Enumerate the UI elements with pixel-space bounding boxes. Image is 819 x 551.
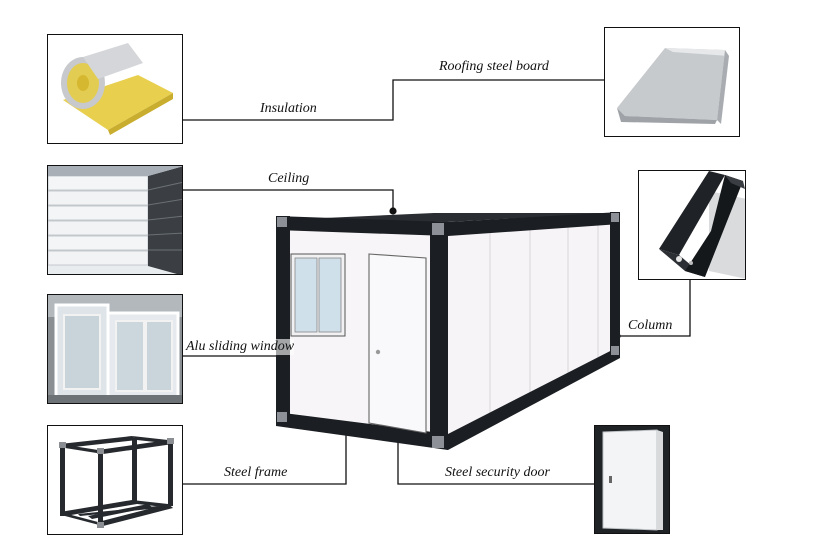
steel-frame-icon <box>59 436 174 528</box>
label-door: Steel security door <box>445 465 550 480</box>
insulation-roll-icon <box>61 43 173 135</box>
corner-column-icon <box>659 171 745 279</box>
sliding-window-icon <box>48 295 182 403</box>
roof-board-icon <box>617 48 729 124</box>
connector-ceiling <box>183 189 394 210</box>
connector-insulation <box>183 79 604 121</box>
label-frame: Steel frame <box>224 465 288 480</box>
sandwich-panel-stack-icon <box>48 166 182 274</box>
label-insulation: Insulation <box>260 101 317 116</box>
label-window: Alu sliding window <box>186 339 295 355</box>
security-door-icon <box>595 426 669 533</box>
connector-frame <box>183 426 347 485</box>
ceiling-thumbnail <box>47 165 183 275</box>
window-thumbnail <box>47 294 183 404</box>
door-thumbnail <box>594 425 670 534</box>
label-roofing: Roofing steel board <box>439 59 549 74</box>
dot-ceiling <box>389 207 397 215</box>
frame-thumbnail <box>47 425 183 535</box>
column-thumbnail <box>638 170 746 280</box>
label-column: Column <box>628 318 673 333</box>
insulation-thumbnail <box>47 34 183 144</box>
label-ceiling: Ceiling <box>268 171 310 186</box>
connector-column <box>617 280 691 337</box>
roofing-thumbnail <box>604 27 740 137</box>
